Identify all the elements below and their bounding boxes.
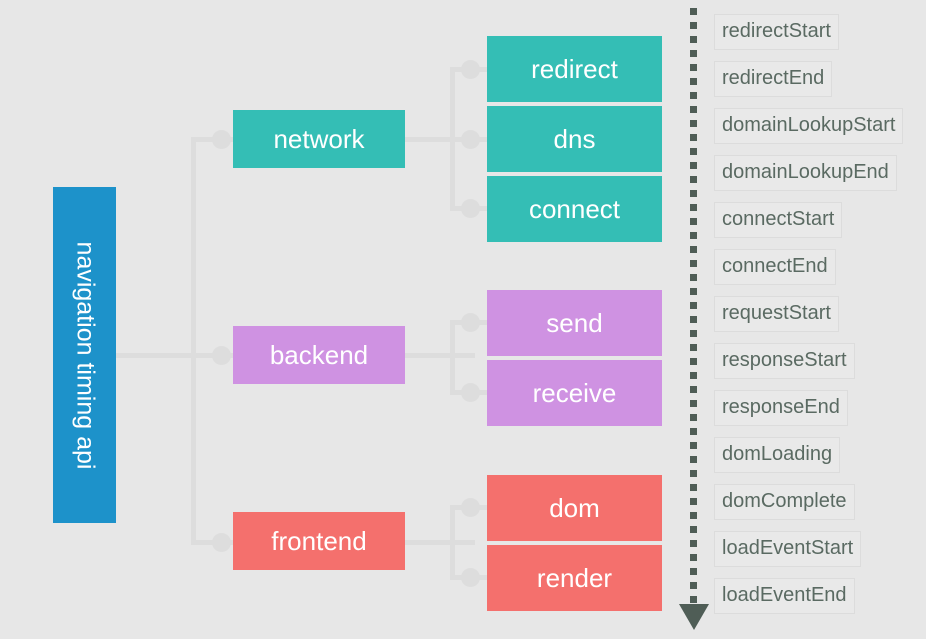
node-label-root: navigation timing api — [71, 241, 100, 469]
connector-frontend-spine — [450, 505, 455, 578]
timeline-event-loadeventend[interactable]: loadEventEnd — [714, 578, 855, 614]
timeline-row: responseStart — [714, 343, 924, 390]
connector-dot-network — [212, 130, 231, 149]
connector-dot-dns — [461, 130, 480, 149]
timeline-row: loadEventStart — [714, 531, 924, 578]
timeline-event-domloading[interactable]: domLoading — [714, 437, 841, 473]
node-navigation-timing-api[interactable]: navigation timing api — [53, 187, 116, 523]
node-connect[interactable]: connect — [487, 176, 662, 242]
node-label-send: send — [546, 308, 603, 338]
connector-frontend-stub — [405, 540, 475, 545]
node-send[interactable]: send — [487, 290, 662, 356]
timeline-row: connectEnd — [714, 249, 924, 296]
timeline-row: domLoading — [714, 437, 924, 484]
node-dns[interactable]: dns — [487, 106, 662, 172]
connector-dot-connect — [461, 199, 480, 218]
timeline-event-redirectend[interactable]: redirectEnd — [714, 61, 833, 97]
connector-root-spine — [191, 137, 196, 545]
timeline-event-list: redirectStart redirectEnd domainLookupSt… — [714, 14, 924, 625]
node-label-backend: backend — [269, 340, 369, 370]
timeline-row: redirectStart — [714, 14, 924, 61]
timeline-row: connectStart — [714, 202, 924, 249]
connector-dot-backend — [212, 346, 231, 365]
node-label-redirect: redirect — [531, 54, 618, 84]
connector-dot-send — [461, 313, 480, 332]
connector-network-stub — [405, 137, 475, 142]
node-receive[interactable]: receive — [487, 360, 662, 426]
timeline-event-responseend[interactable]: responseEnd — [714, 390, 848, 426]
connector-dot-redirect — [461, 60, 480, 79]
node-label-network: network — [273, 124, 365, 154]
node-label-connect: connect — [528, 194, 621, 224]
timeline-row: responseEnd — [714, 390, 924, 437]
node-label-render: render — [536, 563, 613, 593]
node-network[interactable]: network — [233, 110, 405, 168]
timeline-event-domainlookupend[interactable]: domainLookupEnd — [714, 155, 897, 191]
connector-dot-receive — [461, 383, 480, 402]
timeline-event-requeststart[interactable]: requestStart — [714, 296, 839, 332]
timeline-event-responsestart[interactable]: responseStart — [714, 343, 855, 379]
node-label-receive: receive — [532, 378, 617, 408]
timeline-event-redirectstart[interactable]: redirectStart — [714, 14, 839, 50]
timeline-row: domainLookupEnd — [714, 155, 924, 202]
timeline-row: loadEventEnd — [714, 578, 924, 625]
connector-backend-spine — [450, 320, 455, 393]
timeline-row: requestStart — [714, 296, 924, 343]
timeline-event-domcomplete[interactable]: domComplete — [714, 484, 855, 520]
node-frontend[interactable]: frontend — [233, 512, 405, 570]
connector-root-stub — [116, 353, 196, 358]
connector-backend-stub — [405, 353, 475, 358]
timeline-row: domainLookupStart — [714, 108, 924, 155]
node-label-dns: dns — [553, 124, 596, 154]
node-label-dom: dom — [549, 493, 600, 523]
timeline-row: redirectEnd — [714, 61, 924, 108]
connector-dot-dom — [461, 498, 480, 517]
timeline-event-domainlookupstart[interactable]: domainLookupStart — [714, 108, 904, 144]
connector-dot-frontend — [212, 533, 231, 552]
timeline-arrow-down-icon — [679, 604, 709, 630]
node-label-frontend: frontend — [271, 526, 367, 556]
timeline-event-loadeventstart[interactable]: loadEventStart — [714, 531, 862, 567]
connector-dot-render — [461, 568, 480, 587]
timeline-event-connectstart[interactable]: connectStart — [714, 202, 843, 238]
timeline-event-connectend[interactable]: connectEnd — [714, 249, 836, 285]
node-redirect[interactable]: redirect — [487, 36, 662, 102]
node-render[interactable]: render — [487, 545, 662, 611]
timeline-dotted-axis — [690, 8, 697, 606]
node-backend[interactable]: backend — [233, 326, 405, 384]
node-dom[interactable]: dom — [487, 475, 662, 541]
timeline-row: domComplete — [714, 484, 924, 531]
